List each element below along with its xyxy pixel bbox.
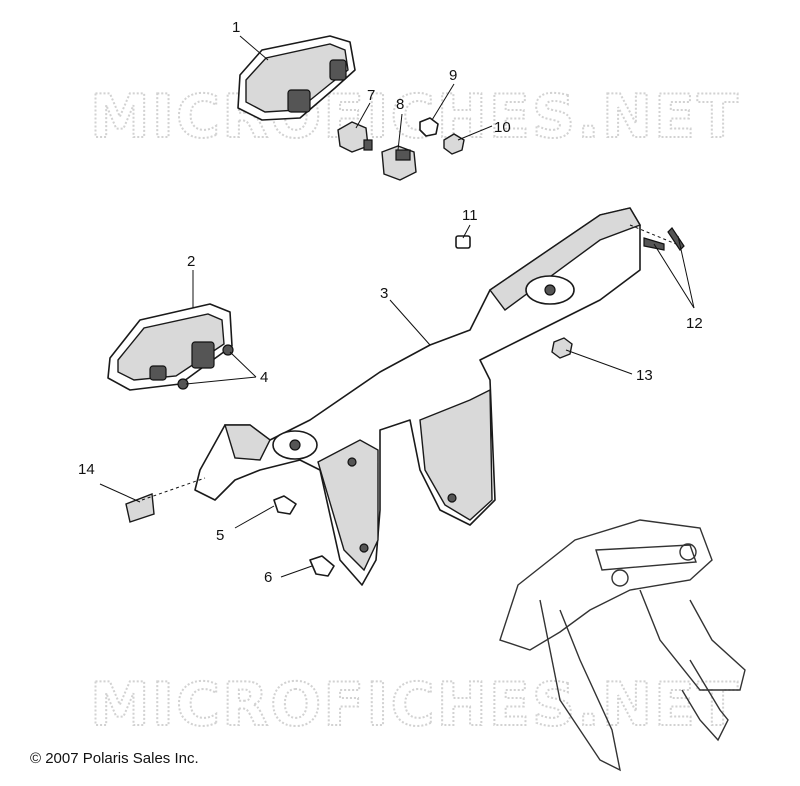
tail-light-upper <box>237 35 356 121</box>
callout-8: 8 <box>396 96 404 113</box>
callout-2: 2 <box>187 253 195 270</box>
callout-11: 11 <box>462 207 478 224</box>
callout-13: 13 <box>636 367 653 384</box>
reference-frame <box>499 519 746 772</box>
bulb-socket-7 <box>337 121 373 153</box>
fastener-6 <box>309 555 335 577</box>
bulb-socket-8 <box>381 145 417 181</box>
callout-3: 3 <box>380 285 388 302</box>
bulb-9 <box>419 117 439 137</box>
watermark-bottom: MICROFICHES.NET <box>90 670 740 740</box>
callouts: 1 2 3 4 5 6 7 8 9 10 11 12 13 14 <box>78 19 703 586</box>
callout-7: 7 <box>367 87 375 104</box>
callout-10: 10 <box>494 119 511 136</box>
callout-1: 1 <box>232 19 240 36</box>
leader-lines <box>99 35 695 578</box>
callout-5: 5 <box>216 527 224 544</box>
fastener-5 <box>273 495 297 515</box>
callout-4: 4 <box>260 369 268 386</box>
watermark-top: MICROFICHES.NET <box>90 82 740 152</box>
fastener-11 <box>455 235 471 249</box>
nut-13 <box>551 337 573 359</box>
bracket-main <box>194 207 642 586</box>
reflector-14 <box>125 493 155 523</box>
callout-14: 14 <box>78 461 95 478</box>
bulb-10 <box>443 133 465 155</box>
callout-12: 12 <box>686 315 703 332</box>
callout-9: 9 <box>449 67 457 84</box>
copyright-notice: © 2007 Polaris Sales Inc. <box>30 750 199 767</box>
callout-6: 6 <box>264 569 272 586</box>
tail-light-lower <box>107 303 233 391</box>
